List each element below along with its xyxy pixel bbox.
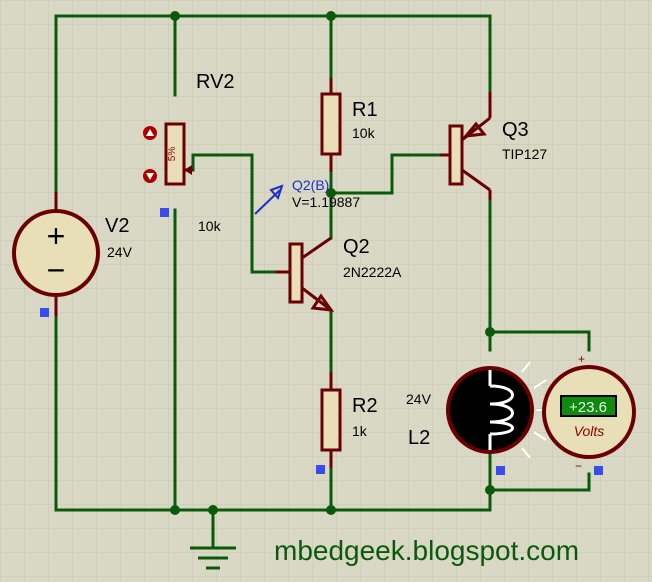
q2-npn-transistor[interactable] bbox=[276, 236, 335, 312]
v2-minus-sign: − bbox=[47, 252, 66, 288]
r2-value: 1k bbox=[352, 423, 368, 439]
wires bbox=[54, 14, 591, 550]
l2-label: L2 bbox=[408, 427, 430, 449]
v2-plus-sign: + bbox=[47, 218, 66, 254]
voltmeter-reading: +23.6 bbox=[569, 399, 607, 416]
r2-label: R2 bbox=[352, 395, 378, 417]
r1-label: R1 bbox=[352, 99, 378, 121]
pin-marker bbox=[40, 308, 49, 317]
q2-label: Q2 bbox=[343, 236, 370, 258]
probe-reading: V=1.19887 bbox=[292, 194, 360, 210]
r2-resistor[interactable] bbox=[320, 372, 342, 468]
l2-value: 24V bbox=[406, 391, 432, 407]
voltmeter-display bbox=[560, 395, 617, 417]
rv2-percent-label: 5% bbox=[167, 147, 178, 162]
pin-marker bbox=[160, 208, 169, 217]
lamp-l2[interactable] bbox=[446, 361, 550, 459]
footer-site-url: mbedgeek.blogspot.com bbox=[274, 535, 580, 566]
rv2-label: RV2 bbox=[196, 71, 235, 93]
q3-label: Q3 bbox=[502, 119, 529, 141]
voltmeter-unit: Volts bbox=[574, 423, 605, 439]
junctions bbox=[170, 11, 495, 515]
probe-name: Q2(B) bbox=[292, 177, 329, 193]
ground-icon bbox=[190, 546, 236, 570]
pin-marker bbox=[594, 466, 603, 475]
v2-voltage-source[interactable]: + − bbox=[12, 192, 100, 316]
q3-pnp-transistor[interactable] bbox=[440, 92, 492, 200]
rv2-increment-icon[interactable] bbox=[143, 126, 157, 140]
q2-value: 2N2222A bbox=[343, 264, 402, 280]
voltmeter-plus-sign: + bbox=[578, 352, 585, 366]
pin-marker bbox=[496, 466, 505, 475]
v2-value: 24V bbox=[107, 244, 133, 260]
v2-label: V2 bbox=[105, 215, 129, 237]
voltmeter[interactable]: +23.6 Volts + − bbox=[542, 352, 636, 473]
rv2-value: 10k bbox=[198, 218, 222, 234]
rv2-decrement-icon[interactable] bbox=[143, 169, 157, 183]
pin-marker bbox=[316, 465, 325, 474]
rv2-potentiometer[interactable]: 5% bbox=[164, 122, 193, 186]
voltmeter-minus-sign: − bbox=[575, 459, 582, 473]
probe-arrow-icon[interactable] bbox=[254, 184, 284, 215]
q3-value: TIP127 bbox=[502, 146, 547, 162]
r1-value: 10k bbox=[352, 125, 376, 141]
r1-resistor[interactable] bbox=[320, 78, 342, 172]
